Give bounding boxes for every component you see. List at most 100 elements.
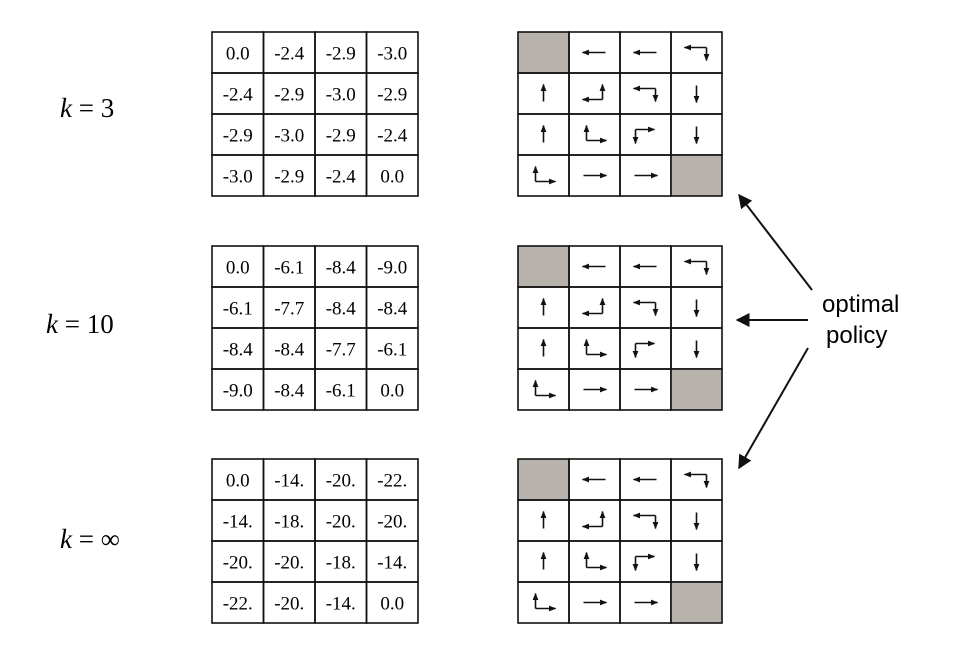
policy-cell-border (670, 154, 723, 197)
policy-cell (517, 368, 570, 411)
policy-cell (568, 245, 621, 288)
policy-cell (568, 540, 621, 583)
value-cell-text: -2.9 (274, 167, 304, 188)
policy-cell (670, 458, 723, 501)
value-cell-text: -18. (274, 512, 304, 533)
arrow-to-policy-bottom (738, 347, 809, 470)
annotation-policy: policy (826, 322, 887, 349)
policy-cell (670, 113, 723, 156)
value-grid: 0.0-6.1-8.4-9.0-6.1-7.7-8.4-8.4-8.4-8.4-… (211, 245, 419, 411)
terminal-state (518, 32, 569, 73)
policy-cell (568, 327, 621, 370)
policy-cell (670, 368, 723, 411)
policy-cell (517, 327, 570, 370)
value-cell-text: -7.7 (274, 299, 304, 320)
policy-grid (517, 245, 723, 411)
policy-cell (670, 499, 723, 542)
value-cell-text: -8.4 (326, 299, 357, 320)
policy-cell (670, 245, 723, 288)
policy-cell (670, 581, 723, 624)
value-cell-text: -6.1 (274, 258, 304, 279)
policy-cell (619, 245, 672, 288)
policy-cell (670, 31, 723, 74)
value-cell-text: -2.4 (223, 85, 254, 106)
policy-cell (517, 113, 570, 156)
value-cell-text: -2.9 (326, 126, 356, 147)
policy-cell (619, 368, 672, 411)
value-cell-text: -14. (223, 512, 253, 533)
terminal-state (518, 459, 569, 500)
k-label-row-3: k = ∞ (60, 524, 120, 554)
value-cell-text: -14. (274, 471, 304, 492)
policy-cell (568, 113, 621, 156)
policy-cell (568, 458, 621, 501)
value-cell-text: -3.0 (274, 126, 304, 147)
policy-cell (517, 540, 570, 583)
value-cell-text: -3.0 (223, 167, 253, 188)
value-cell-text: -2.9 (326, 44, 356, 65)
policy-cell (568, 154, 621, 197)
value-cell-text: -2.4 (326, 167, 357, 188)
policy-cell (517, 31, 570, 74)
value-cell-text: -8.4 (326, 258, 357, 279)
value-cell-text: -14. (326, 594, 356, 615)
policy-cell-border (517, 581, 570, 624)
policy-cell (619, 286, 672, 329)
value-cell-text: -14. (377, 553, 407, 574)
policy-cell (619, 154, 672, 197)
policy-cell (619, 327, 672, 370)
policy-cell-border (670, 368, 723, 411)
value-cell-text: -8.4 (223, 340, 254, 361)
terminal-state (671, 369, 722, 410)
policy-cell-border (517, 368, 570, 411)
policy-cell-border (619, 540, 672, 583)
value-cell-text: -20. (326, 471, 356, 492)
value-cell-text: -18. (326, 553, 356, 574)
policy-cell-border (619, 286, 672, 329)
policy-cell-border (568, 72, 621, 115)
value-cell (365, 154, 419, 197)
policy-cell-border (568, 499, 621, 542)
value-grid: 0.0-14.-20.-22.-14.-18.-20.-20.-20.-20.-… (211, 458, 419, 624)
policy-cell (670, 327, 723, 370)
policy-cell (619, 581, 672, 624)
policy-cell (568, 499, 621, 542)
policy-cell (517, 245, 570, 288)
policy-cell-border (517, 154, 570, 197)
terminal-state (671, 582, 722, 623)
value-cell-text: -20. (274, 553, 304, 574)
annotation-optimal: optimal (822, 291, 899, 318)
policy-cell-border (619, 113, 672, 156)
value-cell-text: 0.0 (380, 381, 404, 402)
value-cell-text: -8.4 (377, 299, 408, 320)
policy-cell-border (568, 540, 621, 583)
policy-cell (568, 581, 621, 624)
value-cell-text: -2.9 (223, 126, 253, 147)
policy-cell (619, 499, 672, 542)
value-cell-text: -20. (326, 512, 356, 533)
value-cell-text: -3.0 (326, 85, 356, 106)
policy-cell (568, 368, 621, 411)
terminal-state (671, 155, 722, 196)
value-cell-text: -7.7 (326, 340, 356, 361)
value-cell-text: -20. (274, 594, 304, 615)
value-cell-text: -22. (223, 594, 253, 615)
value-cell (365, 368, 419, 411)
value-cell-text: -2.9 (274, 85, 304, 106)
value-cell-text: -2.4 (274, 44, 305, 65)
value-cell-text: -6.1 (377, 340, 407, 361)
policy-cell-border (568, 286, 621, 329)
value-cell-text: -22. (377, 471, 407, 492)
value-cell-text: -9.0 (223, 381, 253, 402)
value-grid: 0.0-2.4-2.9-3.0-2.4-2.9-3.0-2.9-2.9-3.0-… (211, 31, 419, 197)
policy-grids (517, 31, 723, 624)
value-cell-text: 0.0 (226, 258, 250, 279)
value-cell-text: -8.4 (274, 340, 305, 361)
policy-cell (568, 31, 621, 74)
policy-cell-border (619, 499, 672, 542)
value-cell-text: -2.4 (377, 126, 408, 147)
policy-cell (517, 581, 570, 624)
value-cell-text: -8.4 (274, 381, 305, 402)
policy-cell (670, 154, 723, 197)
